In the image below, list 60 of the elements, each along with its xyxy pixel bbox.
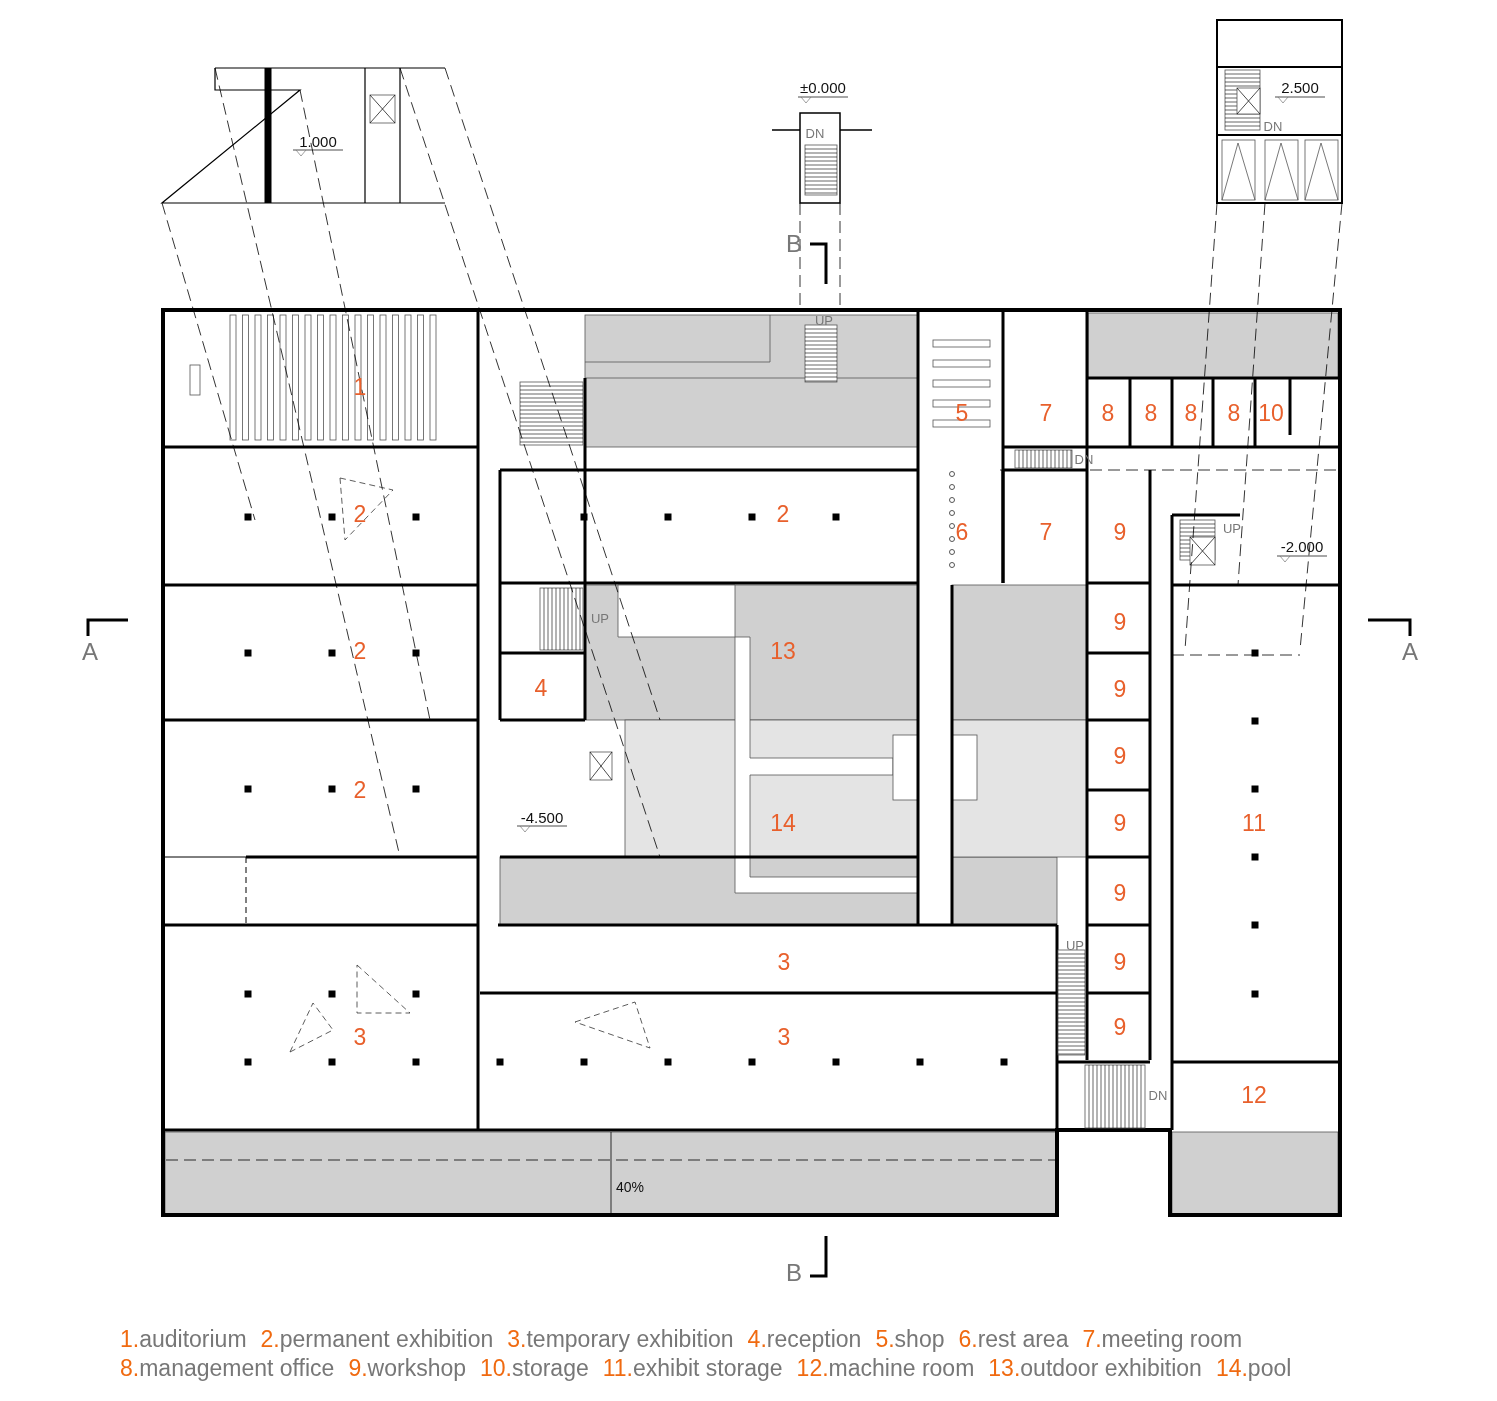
elevation-label: ±0.000 — [800, 79, 846, 95]
legend-item: 14.pool — [1215, 1355, 1292, 1382]
section-mark-label: A — [1402, 640, 1418, 664]
room-number: 8 — [1227, 401, 1241, 425]
legend-item: 13.outdoor exhibition — [988, 1355, 1202, 1382]
legend-item: 6.rest area — [958, 1326, 1069, 1353]
stair-direction-label: DN — [1263, 119, 1283, 133]
room-number: 11 — [1242, 811, 1266, 835]
room-number: 3 — [353, 1025, 367, 1049]
room-number: 9 — [1113, 811, 1127, 835]
room-number: 9 — [1113, 881, 1127, 905]
legend-item: 11.exhibit storage — [602, 1355, 783, 1382]
room-number: 12 — [1241, 1083, 1267, 1107]
room-number: 14 — [770, 811, 796, 835]
stair-direction-label: UP — [590, 611, 610, 625]
room-number: 9 — [1113, 1015, 1127, 1039]
room-number: 9 — [1113, 610, 1127, 634]
room-number: 10 — [1258, 401, 1284, 425]
stair-direction-label: UP — [1222, 521, 1242, 535]
room-number: 8 — [1144, 401, 1158, 425]
elevation-label: 2.500 — [1281, 79, 1319, 95]
room-number: 9 — [1113, 950, 1127, 974]
section-mark-label: B — [786, 1261, 802, 1285]
legend-item: 8.management office — [120, 1355, 335, 1382]
stair-direction-label: UP — [814, 313, 834, 327]
legend-item: 12.machine room — [796, 1355, 975, 1382]
room-number: 7 — [1039, 401, 1053, 425]
stair-direction-label: DN — [1148, 1088, 1168, 1102]
room-number: 4 — [534, 676, 548, 700]
room-number: 8 — [1184, 401, 1198, 425]
room-number: 2 — [353, 778, 367, 802]
legend-item: 7.meeting room — [1082, 1326, 1243, 1353]
room-number: 1 — [353, 375, 367, 399]
legend-item: 5.shop — [875, 1326, 945, 1353]
stair-direction-label: UP — [1065, 938, 1085, 952]
room-number: 7 — [1039, 520, 1053, 544]
room-number: 9 — [1113, 677, 1127, 701]
legend-item: 4.reception — [747, 1326, 862, 1353]
room-number: 2 — [353, 502, 367, 526]
room-number: 2 — [353, 639, 367, 663]
stair-direction-label: DN — [805, 126, 825, 140]
room-number: 13 — [770, 639, 796, 663]
room-number: 8 — [1101, 401, 1115, 425]
room-number: 9 — [1113, 744, 1127, 768]
slope-label: 40% — [616, 1180, 644, 1194]
legend-item: 3.temporary exhibition — [507, 1326, 734, 1353]
room-number: 9 — [1113, 520, 1127, 544]
room-number: 3 — [777, 950, 791, 974]
room-number: 3 — [777, 1025, 791, 1049]
section-mark-label: A — [82, 640, 98, 664]
elevation-label: 1.000 — [299, 133, 337, 149]
legend-item: 10.storage — [480, 1355, 589, 1382]
legend-item: 9.workshop — [348, 1355, 466, 1382]
room-number: 2 — [776, 502, 790, 526]
room-number: 5 — [955, 401, 969, 425]
elevation-label: -2.000 — [1280, 538, 1324, 554]
legend-item: 2.permanent exhibition — [260, 1326, 494, 1353]
room-number: 6 — [955, 520, 969, 544]
legend-item: 1.auditorium — [120, 1326, 247, 1353]
elevation-label: -4.500 — [520, 809, 564, 825]
